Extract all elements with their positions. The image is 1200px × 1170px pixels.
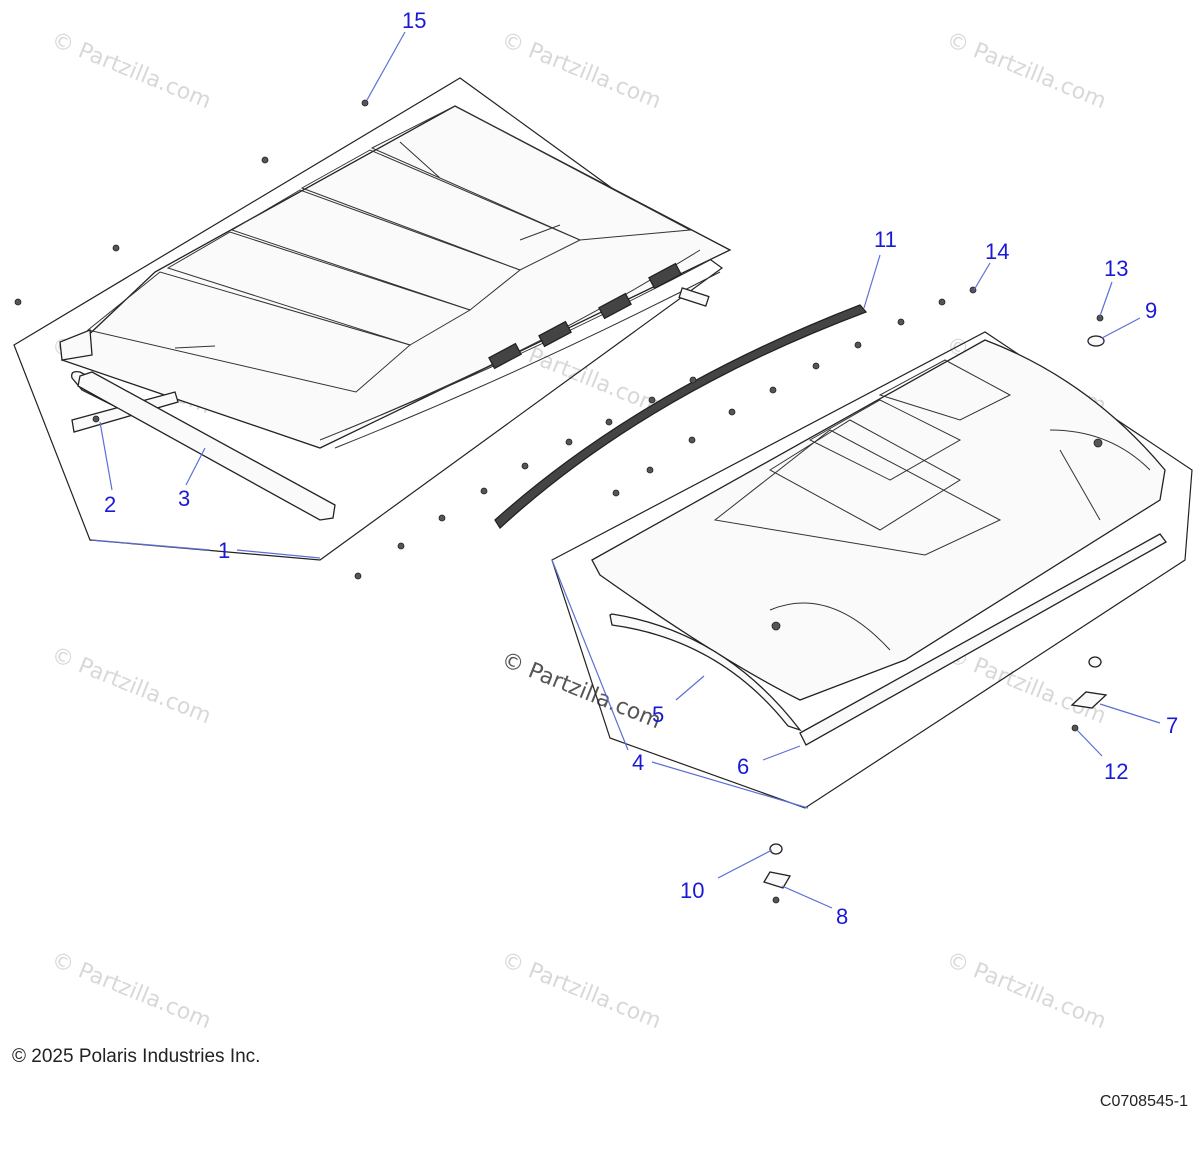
callout-12[interactable]: 12 [1104,759,1128,784]
callout-13[interactable]: 13 [1104,256,1128,281]
part-6-strip [799,533,1167,746]
callout-8[interactable]: 8 [836,904,848,929]
part-10-nut [1088,656,1102,668]
watermark: © Partzilla.com [498,27,665,114]
watermark: © Partzilla.com [943,642,1110,729]
callout-7[interactable]: 7 [1166,713,1178,738]
part-5-strip [609,613,802,732]
assembly-1-outline [13,77,724,561]
watermark: © Partzilla.com [48,947,215,1034]
fasteners [14,99,1104,580]
part-10-nut [769,843,783,855]
roof-panel-1 [59,105,732,449]
watermark: © Partzilla.com [943,27,1110,114]
callout-15[interactable]: 15 [402,8,426,33]
callout-10[interactable]: 10 [680,878,704,903]
callout-1[interactable]: 1 [218,538,230,563]
watermark: © Partzilla.com [943,947,1110,1034]
part-8-clip [763,871,792,889]
callout-4[interactable]: 4 [632,750,644,775]
assembly-4-outline [551,331,1193,809]
callout-9[interactable]: 9 [1145,298,1157,323]
callout-5[interactable]: 5 [652,702,664,727]
callout-2[interactable]: 2 [104,492,116,517]
part-7-clip [1070,691,1108,709]
roof-panel-4 [591,339,1166,701]
watermark: © Partzilla.com [48,27,215,114]
part-11-seal [494,304,868,530]
copyright-notice: © 2025 Polaris Industries Inc. [12,1046,261,1067]
part-12-screw [1071,724,1079,732]
leader-lines [91,31,1161,909]
watermark: © Partzilla.com [498,947,665,1034]
drawing-id: C0708545-1 [1099,1093,1188,1110]
callout-3[interactable]: 3 [178,486,190,511]
watermark-center: © Partzilla.com [498,647,665,734]
watermark: © Partzilla.com [48,642,215,729]
callout-6[interactable]: 6 [737,754,749,779]
part-9-washer [1087,335,1105,347]
callouts: 1 2 3 4 5 6 7 8 9 10 11 12 13 14 15 [104,8,1178,929]
part-3-bar [77,371,336,521]
callout-11[interactable]: 11 [874,227,897,252]
part-12-screw [772,896,780,904]
callout-14[interactable]: 14 [985,239,1009,264]
